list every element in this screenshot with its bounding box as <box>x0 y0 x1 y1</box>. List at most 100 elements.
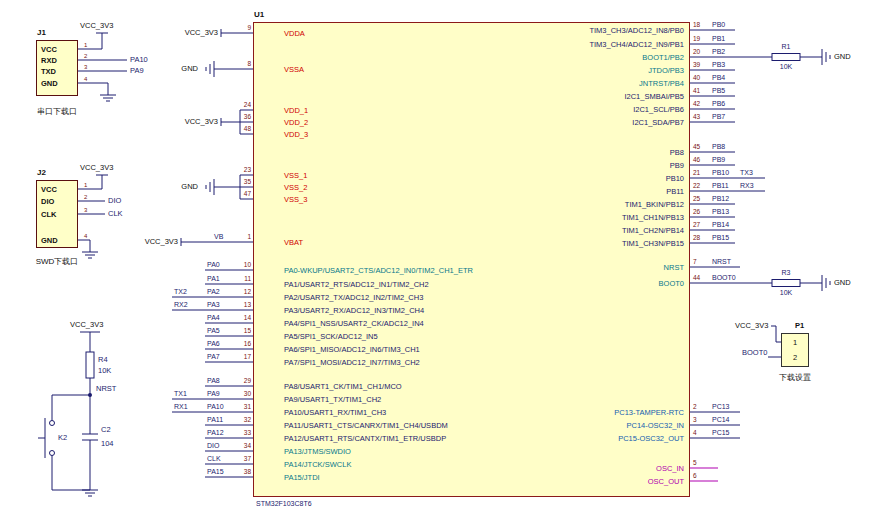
net-label: DIO <box>207 442 219 450</box>
pin-number: 26 <box>693 208 700 215</box>
pin-number: 47 <box>244 190 251 197</box>
mcu-chip: U1VDDAVSSAVDD_1VDD_2VDD_3VSS_1VSS_2VSS_3… <box>253 22 690 497</box>
resistor-symbol <box>772 54 800 61</box>
power-label: VCC_3V3 <box>735 322 768 331</box>
pin-name: PA15/JTDI <box>284 474 320 483</box>
pin-number: 42 <box>693 100 700 107</box>
part-ref: J1 <box>37 28 46 37</box>
net-label: PA0 <box>207 261 220 269</box>
net-label: PB9 <box>712 156 725 164</box>
pin-name: VCC <box>41 46 57 55</box>
pin-number: 10 <box>244 261 251 268</box>
pin-name: TXD <box>41 68 56 77</box>
net-label: RX2 <box>174 301 188 309</box>
pin-name: PA5/SPI1_SCK/ADC12_IN5 <box>284 333 378 342</box>
pin-name: VDD_2 <box>284 119 308 128</box>
net-label: PC14 <box>712 416 730 424</box>
net-label: RX1 <box>174 403 188 411</box>
pin-name: OSC_OUT <box>648 478 684 487</box>
pc-wires <box>690 412 740 438</box>
pin-name: BOOT1/PB2 <box>642 54 684 63</box>
power-label: GND <box>834 279 851 288</box>
pin-name: PA6/SPI1_MISO/ADC12_IN6/TIM3_CH1 <box>284 346 420 355</box>
net-label: PA6 <box>207 340 220 348</box>
pin-name: PA1/USART2_RTS/ADC12_IN1/TIM2_CH2 <box>284 281 429 290</box>
pin-name: BOOT0 <box>659 280 684 289</box>
pin-name: PA7/SPI1_MOSI/ADC12_IN7/TIM3_CH2 <box>284 359 420 368</box>
net-label: PB2 <box>712 48 725 56</box>
pin-number: 12 <box>244 288 251 295</box>
part-ref: J2 <box>37 168 46 177</box>
pin-number: 24 <box>244 101 251 108</box>
net-label: PA4 <box>207 314 220 322</box>
pin-number: 3 <box>693 416 697 423</box>
net-label: PB6 <box>712 100 725 108</box>
part-value: 10K <box>780 63 792 71</box>
net-label: PA11 <box>207 416 223 424</box>
power-label: VCC_3V3 <box>80 22 113 31</box>
osc-wires <box>690 468 718 481</box>
pin-number: 35 <box>244 178 251 185</box>
pin-name: VSSA <box>284 66 304 75</box>
net-label: TX2 <box>174 288 187 296</box>
junction-dot <box>88 393 92 397</box>
boot-wires <box>690 267 830 291</box>
pin-number: 23 <box>244 166 251 173</box>
net-label: PB12 <box>712 195 729 203</box>
pin-number: 1 <box>84 42 87 49</box>
net-label: BOOT0 <box>712 274 736 282</box>
pin-number: 28 <box>693 234 700 241</box>
pin-name: VSS_2 <box>284 184 307 193</box>
pin-name: PA12/USART1_RTS/CANTX/TIM1_ETR/USBDP <box>284 435 446 444</box>
pin-number: 16 <box>244 340 251 347</box>
pin-number: 19 <box>693 35 700 42</box>
part-label: R1 <box>782 43 791 51</box>
net-label: PB0 <box>712 21 725 29</box>
net-label: PA5 <box>207 327 220 335</box>
pin-number: 39 <box>693 61 700 68</box>
caption: SWD下载口 <box>36 257 79 266</box>
pin-name: PA11/USART1_CTS/CANRX/TIM1_CH4/USBDM <box>284 422 448 431</box>
net-label: PA9 <box>207 390 220 398</box>
pin-name: PA4/SPI1_NSS/USART2_CK/ADC12_IN4 <box>284 320 424 329</box>
net-label: PB7 <box>712 113 725 121</box>
pin-name: PA3/USART2_RX/ADC12_IN3/TIM2_CH4 <box>284 307 424 316</box>
pin-number: 25 <box>693 195 700 202</box>
net-label: PB15 <box>712 234 729 242</box>
net-label: RX3 <box>740 182 754 190</box>
pin-number: 46 <box>693 156 700 163</box>
connector-box: J1VCCRXDTXDGND <box>36 40 78 96</box>
pin-number: 22 <box>693 182 700 189</box>
part-ref: U1 <box>254 10 264 19</box>
pin-number: 7 <box>693 258 697 265</box>
pin-number: 5 <box>693 459 697 466</box>
net-label: TX1 <box>174 390 187 398</box>
pin-name: TIM1_CH2N/PB14 <box>622 227 684 236</box>
net-label: NRST <box>712 258 731 266</box>
pin-name: PB9 <box>670 162 684 171</box>
pin-number: 43 <box>693 113 700 120</box>
pin-name: PA9/USART1_TX/TIM1_CH2 <box>284 396 381 405</box>
part-value: 104 <box>101 440 114 449</box>
pin-name: VDD_3 <box>284 131 308 140</box>
power-label: VCC_3V3 <box>70 321 103 330</box>
pb-wires <box>690 30 772 243</box>
net-label: DIO <box>108 197 121 206</box>
power-label: VCC_3V3 <box>185 29 218 38</box>
pin-name: 2 <box>793 354 797 363</box>
net-label: PC15 <box>712 429 730 437</box>
net-label: PA15 <box>207 468 224 476</box>
pin-name: VBAT <box>284 239 303 248</box>
net-label: PB11 <box>712 182 729 190</box>
pin-name: 1 <box>793 339 797 348</box>
pin-name: PB8 <box>670 149 684 158</box>
connector-box: J2VCCDIOCLKGND <box>36 180 78 248</box>
net-label: PB13 <box>712 208 729 216</box>
pin-number: 3 <box>84 64 87 71</box>
net-label: PB14 <box>712 221 729 229</box>
net-label: PA10 <box>207 403 224 411</box>
pin-number: 37 <box>244 455 251 462</box>
pa-wires <box>172 270 253 477</box>
net-label: PB3 <box>712 61 725 69</box>
pin-number: 38 <box>244 468 251 475</box>
